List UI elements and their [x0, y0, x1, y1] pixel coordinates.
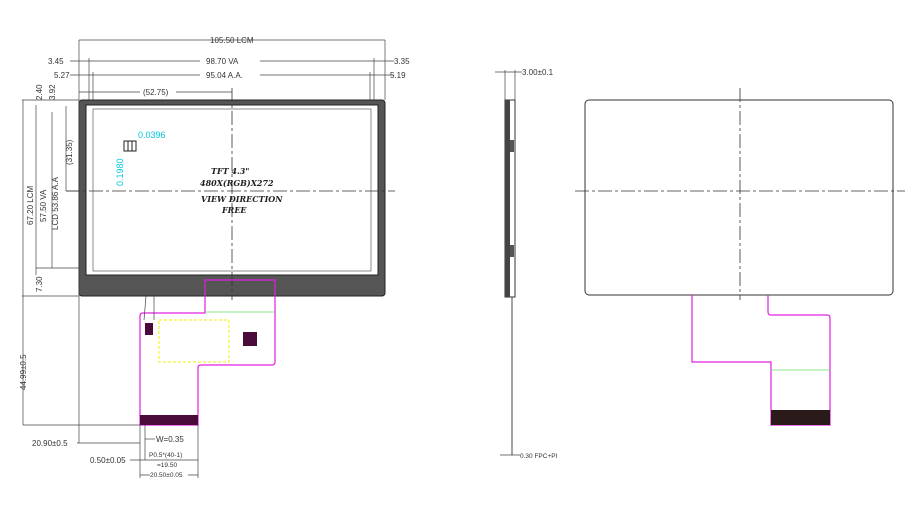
dim-lcm-width: 105.50 LCM	[210, 36, 254, 45]
lcd-label-1: TFT 4.3"	[211, 166, 249, 176]
dim-bottom: 7.30	[35, 276, 44, 292]
dim-right-va: 3.35	[394, 57, 410, 66]
dim-va-height: 57.50 VA	[39, 189, 48, 222]
dim-top2: 3.92	[48, 84, 57, 100]
lcd-front-view: 0.0396 0.1980 TFT 4.3" 480X(RGB)X272 VIE…	[66, 88, 395, 300]
fpc-back-connector	[771, 410, 830, 425]
dim-center-x: (52.75)	[143, 88, 169, 97]
lcd-label-3: VIEW DIRECTION	[201, 194, 283, 204]
dim-right-aa: 5.19	[390, 71, 406, 80]
dim-fpc-offset: 20.90±0.5	[32, 439, 68, 448]
dim-pad-width: W=0.35	[156, 435, 184, 444]
dim-thickness: 3.00±0.1	[522, 68, 554, 77]
pixel-height: 0.1980	[115, 158, 125, 186]
fpc-connector-pads	[140, 415, 198, 425]
dim-pitch-total: =19.50	[157, 462, 177, 469]
dim-va-width: 98.70 VA	[206, 57, 239, 66]
dim-fpc-width: 20.50±0.05	[150, 472, 183, 479]
lcd-side-view: 3.00±0.1 0.30 FPC+PI	[495, 68, 558, 460]
dim-pitch: P0.5*(40-1)	[149, 452, 182, 459]
dim-aa-width: 95.04 A.A.	[206, 71, 243, 80]
dim-aa-height: LCD 53.86 A.A	[51, 176, 60, 230]
dim-left-va: 3.45	[48, 57, 64, 66]
dim-pad-edge: 0.50±0.05	[90, 456, 126, 465]
ic-area	[158, 319, 230, 363]
top-dimensions: 105.50 LCM 98.70 VA 3.45 3.35 95.04 A.A.…	[48, 36, 410, 108]
dim-top1: 2.40	[35, 84, 44, 100]
dim-lcm-height: 67.20 LCM	[26, 186, 35, 225]
lcd-back-view	[575, 88, 905, 426]
dim-center-y: (31.35)	[65, 139, 74, 165]
lcd-label-2: 480X(RGB)X272	[200, 178, 274, 188]
left-dimensions: 67.20 LCM 57.50 VA LCD 53.86 A.A (31.35)…	[19, 84, 140, 426]
dim-left-aa: 5.27	[54, 71, 70, 80]
bottom-dimensions: 20.90±0.5 W=0.35 0.50±0.05 P0.5*(40-1) =…	[32, 100, 199, 479]
dim-fpc-thickness: 0.30 FPC+PI	[520, 453, 558, 460]
pixel-width: 0.0396	[138, 130, 166, 140]
dim-fpc-length: 44.99±0.5	[19, 354, 28, 390]
pixel-icon	[123, 140, 137, 152]
fpc-front	[139, 279, 276, 426]
lcd-label-4: FREE	[221, 205, 247, 215]
